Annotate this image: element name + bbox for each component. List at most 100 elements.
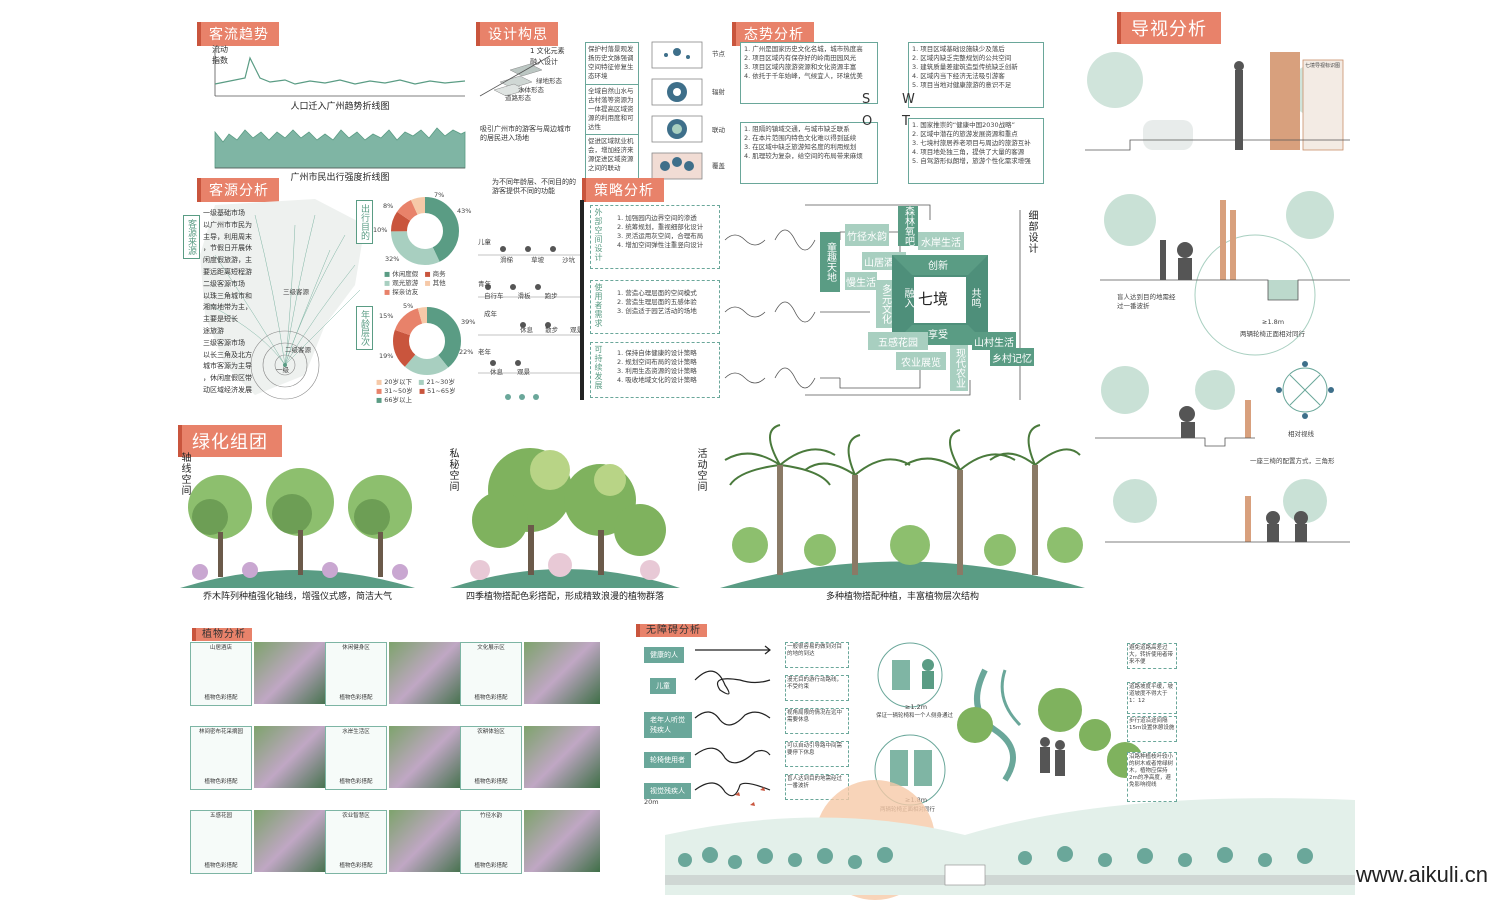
strategy-divider	[580, 200, 584, 400]
accessible-landscape	[665, 668, 1355, 900]
age-tag: 年龄层次	[356, 306, 373, 350]
tile-waterside: 水岸生活	[918, 232, 964, 250]
chart2-caption: 广州市民出行强度折线图	[290, 173, 390, 183]
donut2-legend: ■ 20岁以下 ■ 21~30岁 ■ 31~50岁 ■ 51~65岁 ■ 66岁…	[376, 378, 456, 404]
strategy-title: 策略分析	[582, 178, 664, 202]
plant-photo-3	[254, 726, 330, 788]
age-label-child: 儿童	[478, 238, 491, 246]
desc-1: 漫无目的游行动路线，不受约束	[785, 675, 849, 701]
plant-photo-7	[389, 810, 465, 872]
user-1: 儿童	[650, 678, 676, 694]
d1-l1: 32%	[385, 255, 400, 263]
layer-icons	[479, 55, 551, 97]
market-text: 一级基础市场以广州市市民为主导，利用周末，节假日开展休闲度假旅游，主要远距离短程…	[203, 209, 252, 394]
guide-caption-5: 一座三椅的配置方式，三角形	[1250, 457, 1335, 465]
note-2: 步行道沿途间隔15m设置休憩设施	[1127, 716, 1177, 742]
plant-card-3: 林间密布花采摘园植物色彩搭配	[190, 726, 252, 790]
group-label-axis: 轴线空间	[179, 452, 190, 496]
age-donut	[393, 307, 461, 375]
activities-row4: 休息 观景	[490, 368, 531, 376]
note-0: 避免道路高差过大，转折使用者带来不便	[1127, 643, 1177, 669]
swot-letter-w: W	[902, 92, 915, 107]
node-label-1: 辐射	[712, 88, 725, 96]
migration-line-chart	[214, 48, 466, 97]
accessible-title: 无障碍分析	[636, 624, 707, 637]
age-label-old: 老年	[478, 348, 491, 356]
note-3: 沿路种植枝叶较小的树木或者常绿树木，植物应保持2m的净高度，避免影响视线	[1127, 752, 1177, 802]
wheel1-caption: 保证一辆轮椅和一个人侧身通过	[876, 713, 954, 719]
icon-road: 道路形态	[505, 94, 531, 102]
detail-design: 细部设计	[1026, 210, 1037, 254]
inner-enjoy: 享受	[928, 330, 948, 341]
d2-l0: 39%	[461, 318, 476, 326]
private-trees	[450, 448, 680, 588]
concept-step2: 吸引广州市的游客与周边城市的居民进入场地	[480, 125, 571, 142]
plant-card-2: 文化展示区植物色彩搭配	[460, 642, 522, 706]
guide-caption-2: ≥1.8m	[1262, 318, 1285, 326]
swot-letter-t: T	[902, 114, 910, 129]
seven-realms-center: 七境	[918, 290, 949, 308]
design-concept-title: 设计构思	[476, 22, 558, 46]
desc-2: 视角局限的情况在远中需要休息	[785, 708, 849, 734]
node-label-3: 覆盖	[712, 162, 725, 170]
china-map	[200, 199, 365, 400]
tile-village: 山村生活	[972, 332, 1016, 350]
tile-agri-show: 农业展览	[896, 352, 946, 370]
tile-fivesense: 五感花园	[868, 332, 928, 350]
group-caption-axis: 乔木阵列种植强化轴线，增强仪式感，简洁大气	[202, 592, 392, 602]
group-label-private: 私秘空间	[447, 448, 458, 492]
activity-rows	[478, 246, 583, 400]
activities-row2: 自行车 滑板 跑步	[484, 292, 558, 300]
tile-culture: 多元文化	[876, 280, 894, 328]
sign-text-2: 七境导视标识图	[1305, 63, 1341, 69]
accessible-scale: 20m	[644, 798, 659, 806]
plant-card-5: 农耕体验区植物色彩搭配	[460, 726, 522, 790]
d1-l2: 10%	[373, 226, 388, 234]
user-4: 视觉残疾人	[644, 783, 691, 799]
inner-innovation: 创新	[928, 261, 948, 272]
source-side-tag: 客源来源	[183, 215, 200, 259]
greening-title: 绿化组团	[178, 425, 282, 457]
icon-green: 绿地形态	[536, 77, 562, 85]
tile-modern-agri: 现代农业	[950, 345, 968, 391]
guide-caption-3: 两辆轮椅正面相对同行	[1240, 330, 1305, 338]
donut1-legend: ■ 休闲度假 ■ 商务 ■ 观光旅游 ■ 其他 ■ 探亲访友	[384, 270, 446, 296]
sign-text-1: 七境	[1189, 64, 1197, 78]
plant-card-1: 休闲健身区植物色彩搭配	[325, 642, 387, 706]
d1-l0: 43%	[457, 207, 472, 215]
d1-l4: 7%	[434, 191, 445, 199]
tile-forest: 森林氧吧	[898, 206, 918, 246]
tile-bamboo: 竹径水韵	[845, 224, 889, 246]
plant-card-4: 水岸生活区植物色彩搭配	[325, 726, 387, 790]
plant-photo-4	[389, 726, 465, 788]
plants-title: 植物分析	[192, 628, 252, 641]
age-label-adult: 成年	[484, 310, 497, 318]
concept-box3: 促进区域就业机会，增加经济来源促进区域资源之间的联动	[585, 134, 639, 180]
node-label-0: 节点	[712, 50, 725, 58]
plant-photo-8	[524, 810, 600, 872]
age-label-young: 青年	[478, 280, 491, 288]
tile-memory: 乡村记忆	[990, 348, 1034, 366]
map-label-3: 三级客源	[283, 288, 309, 296]
wheelchair-diagrams	[874, 642, 946, 806]
icon-water: 水体形态	[518, 86, 544, 94]
user-2: 老年人听觉残疾人	[644, 712, 692, 738]
desc-3: 可以自动引导路中间需要停下休息	[785, 741, 849, 767]
plant-card-7: 农业智慧区植物色彩搭配	[325, 810, 387, 874]
group-label-activity: 活动空间	[695, 448, 706, 492]
user-3: 轮椅使用者	[644, 752, 691, 768]
map-label-2: 二级客源	[285, 346, 311, 354]
swot-letter-o: O	[862, 114, 873, 129]
plant-photo-6	[254, 810, 330, 872]
d2-l2: 19%	[379, 352, 394, 360]
plant-card-6: 五感花园植物色彩搭配	[190, 810, 252, 874]
d2-l1: 22%	[459, 348, 474, 356]
plant-photo-0	[254, 642, 330, 704]
node-diagrams	[651, 41, 703, 180]
inner-integrate: 融入	[902, 288, 913, 308]
guide-scene-4	[1105, 479, 1350, 543]
